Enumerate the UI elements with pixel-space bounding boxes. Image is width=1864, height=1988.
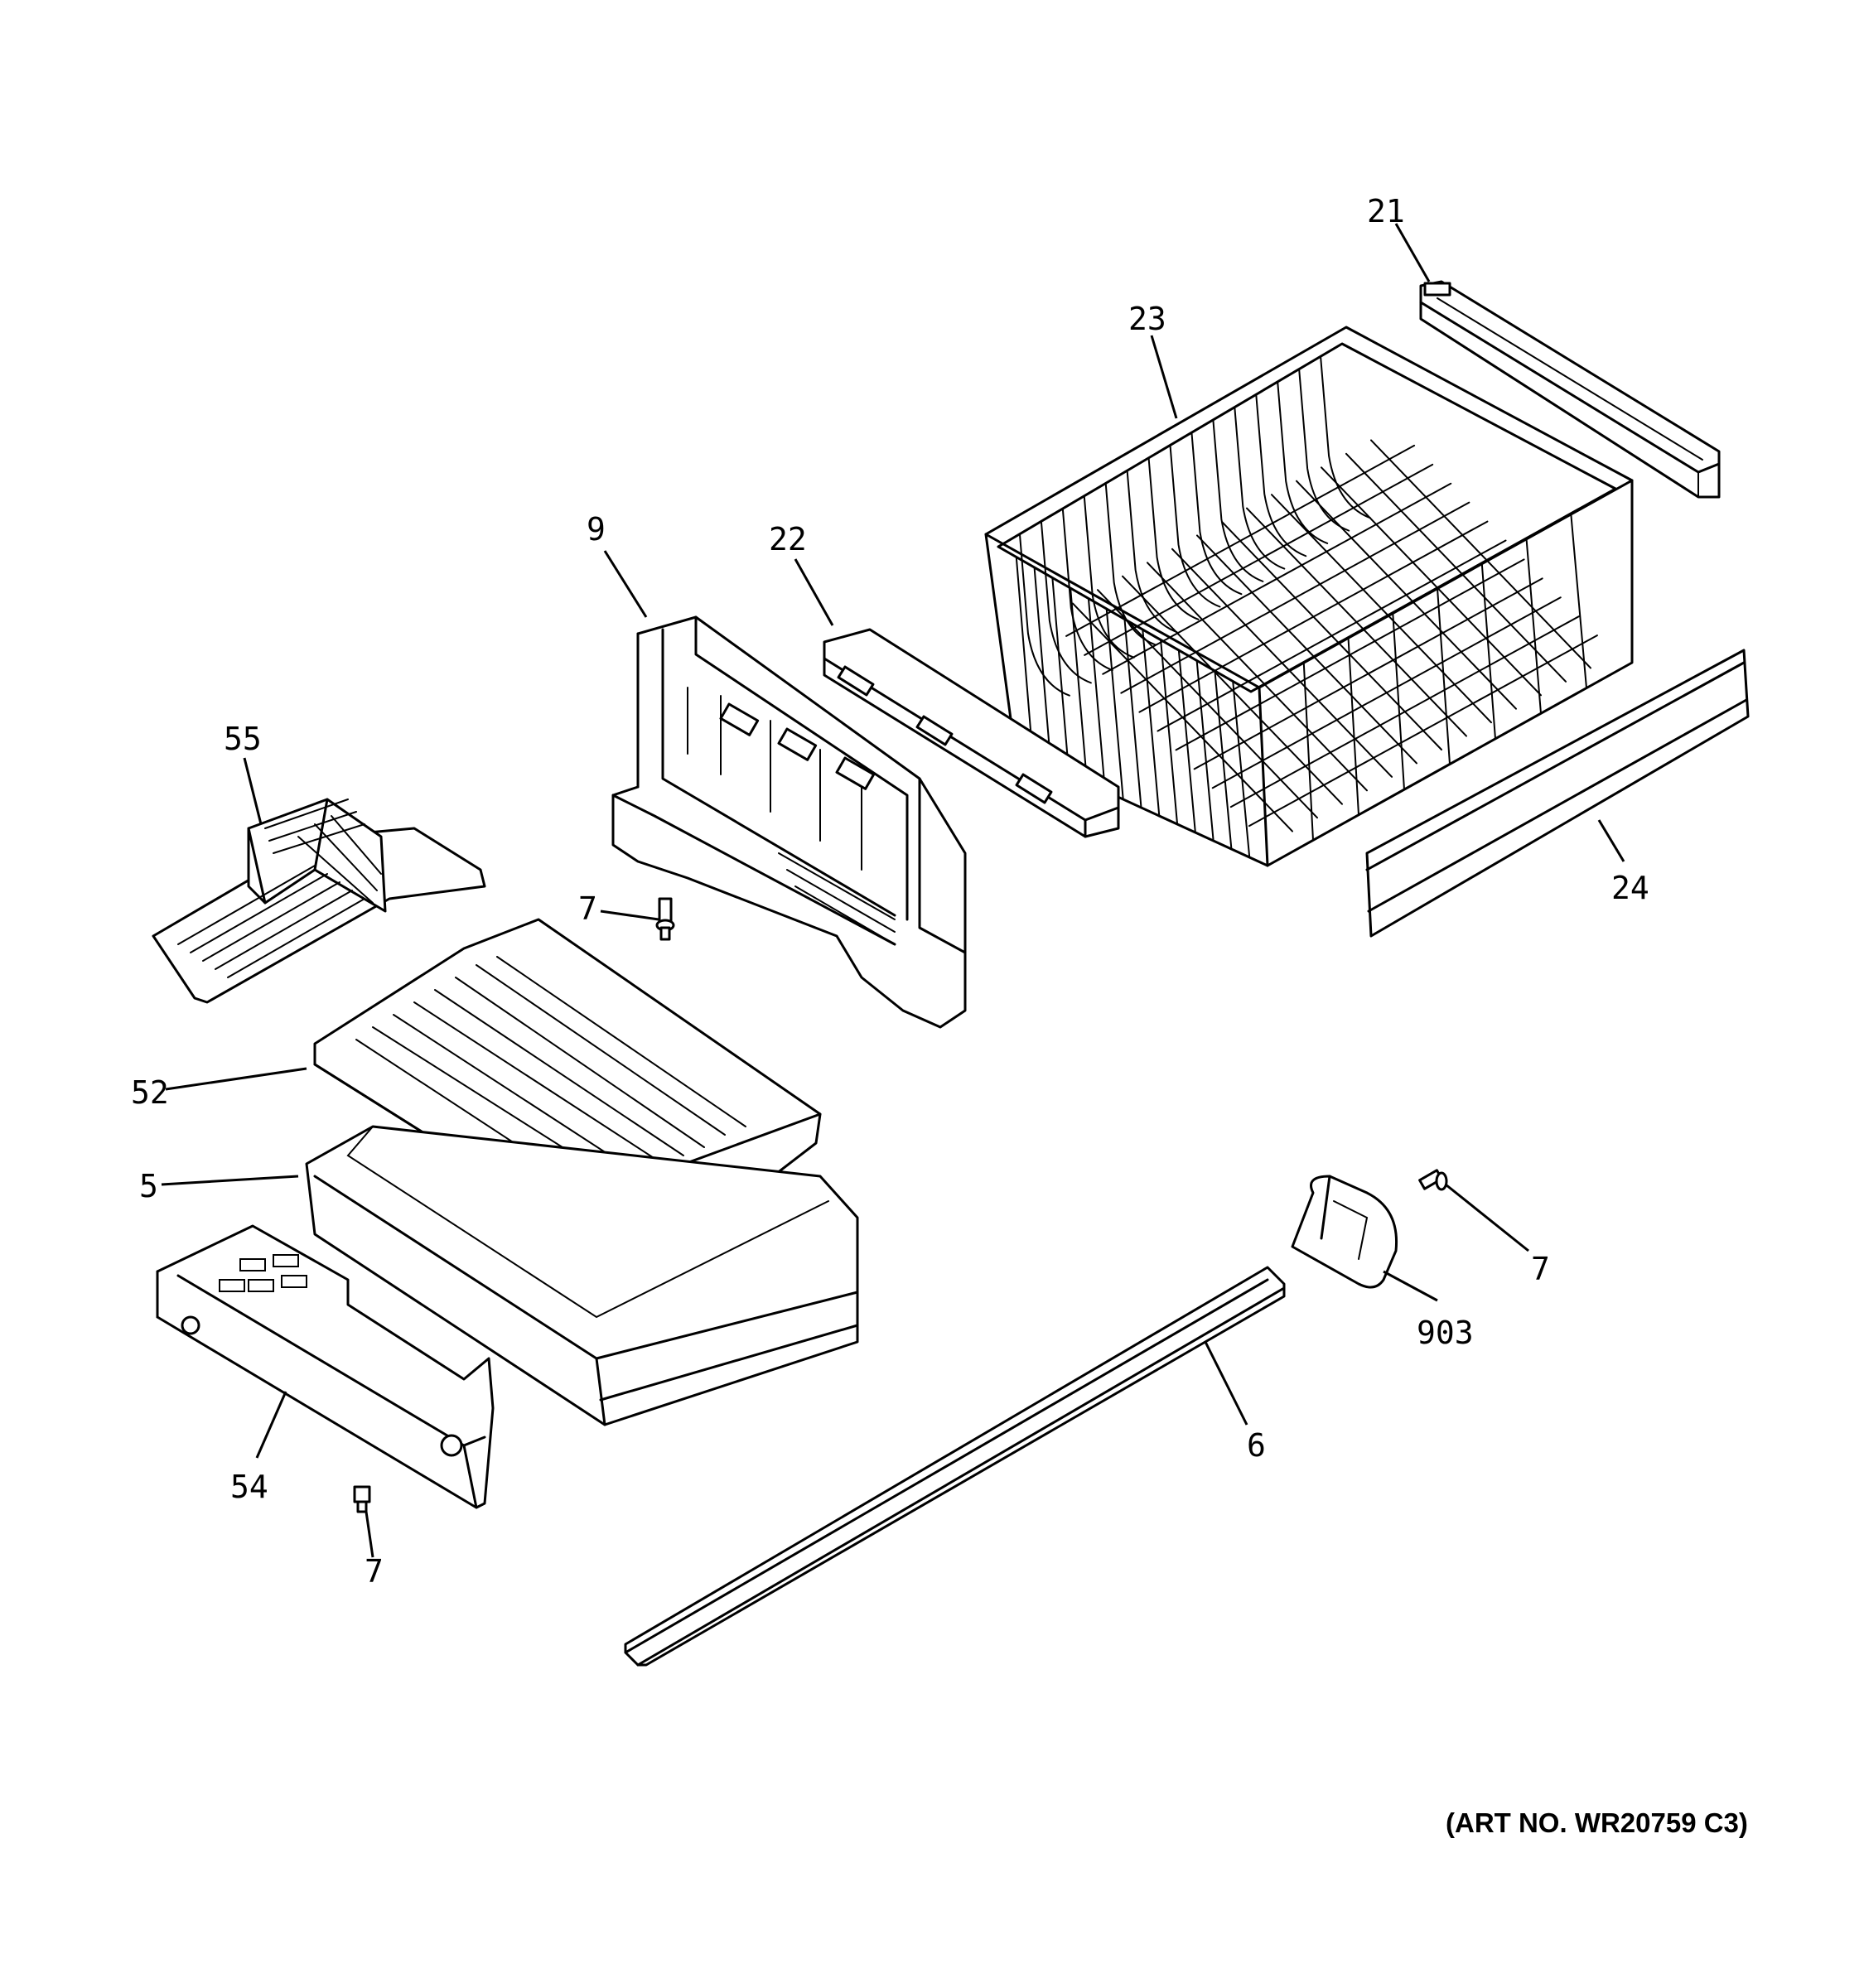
part-21-slide-rail [1419,280,1721,499]
part-55-divider [152,798,486,1004]
callout-55: 55 [224,721,262,757]
callout-7-lower: 7 [365,1553,384,1590]
callout-21: 21 [1367,193,1405,229]
part-52-shelf-cover [313,918,822,1228]
part-903-end-cap [1291,1175,1398,1289]
screw-7-right [1418,1169,1448,1191]
part-24-front-trim [1365,649,1750,938]
screw-7-upper [655,897,675,941]
callout-23: 23 [1128,301,1166,337]
callout-903: 903 [1417,1315,1474,1351]
leader-lines [161,223,1625,1558]
callout-6: 6 [1247,1427,1266,1464]
callout-9: 9 [587,511,606,548]
art-number: (ART NO. WR20759 C3) [1446,1807,1748,1838]
part-6-long-rail [624,1266,1286,1667]
callout-54: 54 [230,1469,268,1505]
callout-7-upper: 7 [578,890,597,927]
callout-5: 5 [139,1168,158,1204]
part-23-wire-basket [984,326,1634,867]
part-5-pan-drawer [305,1125,859,1426]
screw-7-lower [353,1485,371,1513]
callout-24: 24 [1611,870,1649,906]
callout-22: 22 [769,521,807,557]
callout-52: 52 [131,1074,169,1111]
callout-7-right: 7 [1531,1251,1550,1287]
part-54-drawer-support [156,1224,495,1509]
callout-labels: 21 23 9 22 55 24 7 52 5 7 903 6 54 7 [131,193,1649,1590]
part-22-side-rail [823,628,1120,838]
part-9-drawer-frame [611,615,967,1029]
